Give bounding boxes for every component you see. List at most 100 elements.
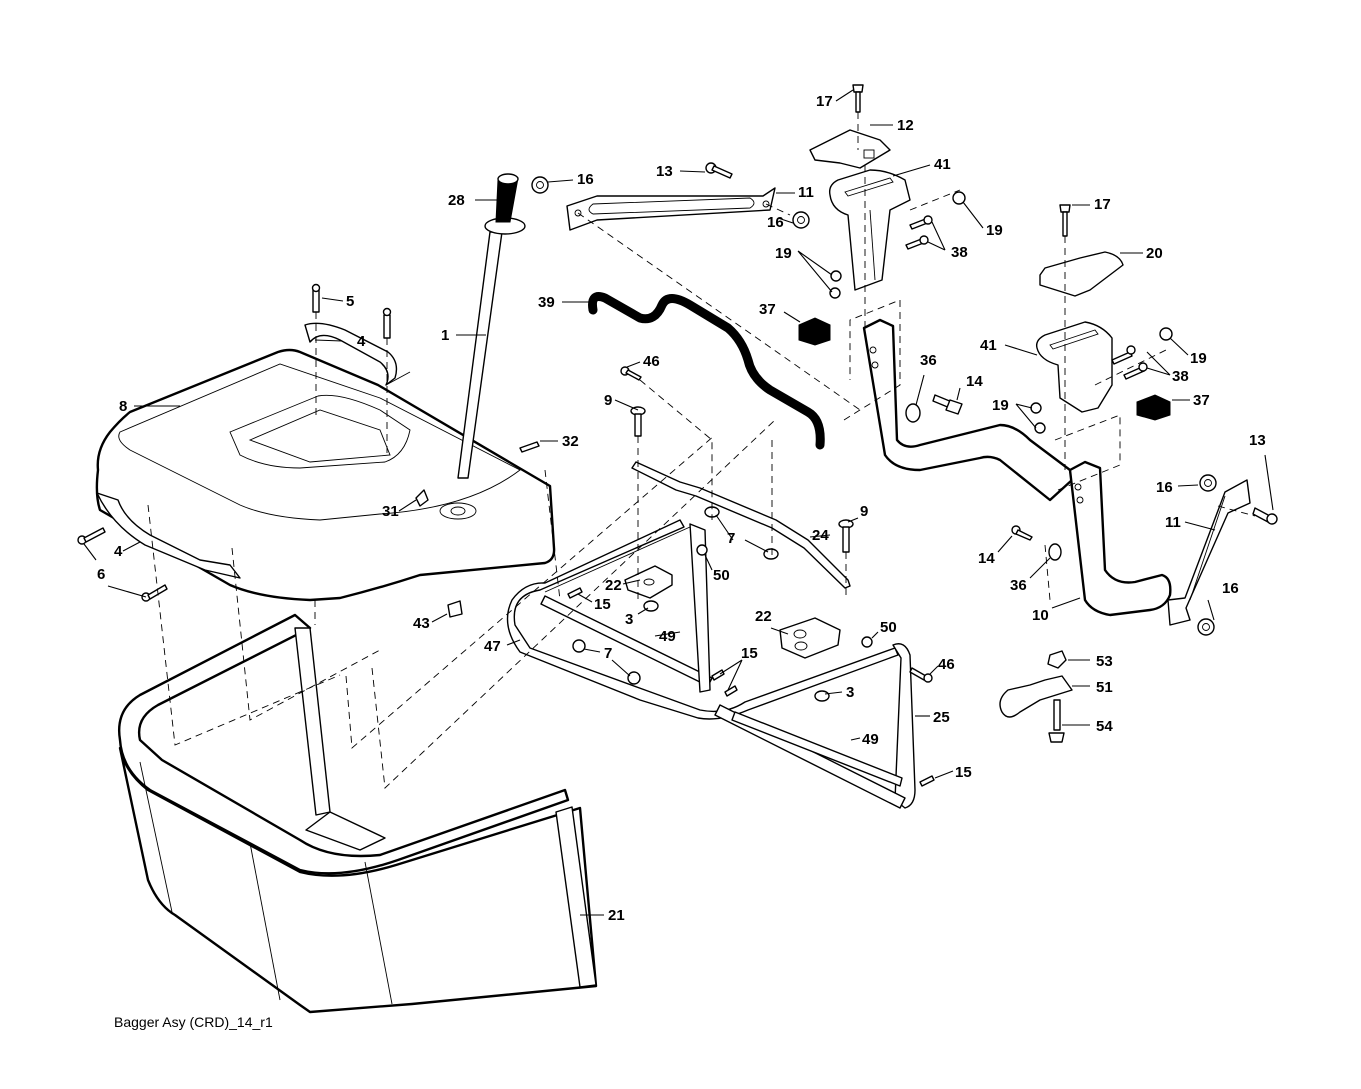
callout-37-a: 37: [759, 301, 776, 318]
bolt-17-a: [852, 84, 864, 113]
nut-19-c: [1159, 327, 1173, 341]
nut-3-b: [814, 690, 830, 702]
callout-46-b: 46: [938, 656, 955, 673]
screw-32: [519, 441, 540, 453]
alignment-lines: [147, 112, 1256, 789]
callout-19-a: 19: [986, 222, 1003, 239]
bolt-13-a: [705, 162, 733, 179]
callout-51: 51: [1096, 679, 1113, 696]
callout-37-b: 37: [1193, 392, 1210, 409]
callout-28: 28: [448, 192, 465, 209]
nut-19-d1: [1030, 402, 1042, 414]
nut-19-b1: [830, 270, 842, 282]
support-bar-top: [566, 187, 776, 231]
bracket-tube-10: [862, 318, 1172, 617]
cover-part: [95, 348, 556, 602]
bolt-46-a: [620, 366, 642, 381]
callout-19-c: 19: [1190, 350, 1207, 367]
callout-16-d: 16: [1222, 580, 1239, 597]
latch-plate-20: [1039, 251, 1124, 297]
bolt-54: [1048, 699, 1065, 743]
clip-31: [415, 489, 429, 507]
washer-36-b: [1048, 543, 1062, 561]
nuts-7-b: [572, 639, 641, 685]
bag-part: [118, 613, 598, 1014]
screws-6: [77, 527, 168, 602]
callout-53: 53: [1096, 653, 1113, 670]
callout-14-b: 14: [978, 550, 995, 567]
pins-15-b: [711, 669, 738, 697]
carriage-bolt-9-b: [838, 519, 854, 553]
callout-14-a: 14: [966, 373, 983, 390]
bracket-41-a: [828, 169, 911, 291]
callout-47: 47: [484, 638, 501, 655]
nut-19-a: [952, 191, 966, 205]
callout-20: 20: [1146, 245, 1163, 262]
callout-19-d: 19: [992, 397, 1009, 414]
callout-46-a: 46: [643, 353, 660, 370]
callout-11-b: 11: [1165, 514, 1181, 531]
callout-16-c: 16: [1156, 479, 1173, 496]
callout-41-b: 41: [980, 337, 997, 354]
callout-16-b: 16: [767, 214, 784, 231]
bracket-41-b: [1035, 321, 1113, 413]
bracket-22-a: [624, 565, 673, 599]
bolt-17-b: [1059, 204, 1071, 237]
callout-19-b: 19: [775, 245, 792, 262]
callout-49-b: 49: [862, 731, 879, 748]
callout-1: 1: [441, 327, 449, 344]
callout-49-a: 49: [659, 628, 676, 645]
nut-53: [1047, 650, 1067, 669]
hose-part: [588, 292, 825, 450]
grip-part: [484, 173, 526, 235]
callout-17-a: 17: [816, 93, 833, 110]
nut-16-b: [792, 211, 810, 229]
bolt-13-b: [1252, 507, 1278, 525]
callout-24: 24: [812, 527, 829, 544]
callout-15-b: 15: [741, 645, 758, 662]
nut-16-a: [531, 176, 549, 194]
callout-36-b: 36: [1010, 577, 1027, 594]
callout-32: 32: [562, 433, 579, 450]
screw-38-a2: [905, 235, 929, 250]
callout-8: 8: [119, 398, 127, 415]
callout-10: 10: [1032, 607, 1049, 624]
nut-50-b: [861, 636, 873, 648]
bar-49-b: [731, 711, 903, 787]
support-bar-right: [1167, 479, 1251, 626]
rod-24: [631, 461, 851, 589]
callouts: 17 12 41 19 38 19 16 13 11 16 28 39 37 1…: [97, 93, 1266, 924]
callout-31: 31: [382, 503, 399, 520]
callout-50-a: 50: [713, 567, 730, 584]
callout-15-c: 15: [955, 764, 972, 781]
plug-37-a: [798, 317, 831, 346]
callout-7-a: 7: [727, 530, 735, 547]
callout-4-a: 4: [357, 333, 366, 350]
diagram-caption: Bagger Asy (CRD)_14_r1: [114, 1014, 273, 1030]
screw-38-b2: [1123, 362, 1148, 380]
plug-37-b: [1136, 394, 1171, 421]
callout-11-a: 11: [798, 184, 814, 201]
bolt-14-b: [1011, 525, 1033, 541]
callout-25: 25: [933, 709, 950, 726]
rod-part: [457, 231, 503, 479]
callout-21: 21: [608, 907, 625, 924]
nut-19-d2: [1034, 422, 1046, 434]
callout-7-b: 7: [604, 645, 612, 662]
latch-plate-12: [809, 129, 891, 169]
callout-13-b: 13: [1249, 432, 1266, 449]
callout-50-b: 50: [880, 619, 897, 636]
hook-51: [999, 675, 1073, 718]
pin-15-a: [567, 587, 583, 599]
callout-38-b: 38: [1172, 368, 1189, 385]
callout-16-a: 16: [577, 171, 594, 188]
callout-6: 6: [97, 566, 105, 583]
callout-22-a: 22: [605, 577, 622, 594]
nut-16-c: [1199, 474, 1217, 492]
callout-13-a: 13: [656, 163, 673, 180]
callout-54: 54: [1096, 718, 1113, 735]
callout-3-a: 3: [625, 611, 633, 628]
callout-9-a: 9: [604, 392, 612, 409]
callout-5: 5: [346, 293, 354, 310]
